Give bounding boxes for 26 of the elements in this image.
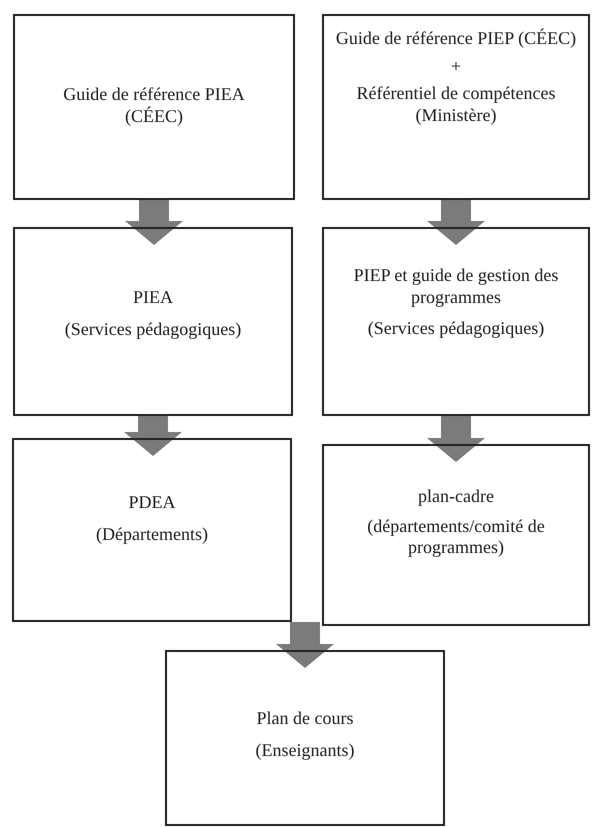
process-box [165, 650, 445, 826]
block-arrow [276, 622, 334, 668]
block-arrow [125, 200, 183, 245]
process-box [322, 14, 590, 200]
box-text: (Enseignants) [254, 740, 356, 762]
box-text: (Départements) [95, 524, 209, 546]
process-box [12, 438, 292, 622]
box-text: Référentiel de compétences (Ministère) [356, 83, 556, 126]
box-text: (Services pédagogiques) [64, 318, 242, 340]
block-arrow [427, 200, 485, 245]
process-box [13, 14, 295, 200]
box-text: Guide de référence PIEP (CÉEC) [334, 28, 578, 50]
block-arrow [427, 416, 485, 462]
box-text: PIEA [132, 287, 174, 309]
box-text: PIEP et guide de gestion des programmes [352, 265, 560, 308]
box-text: plan-cadre [417, 486, 495, 508]
box-text: (départements/comité de programmes) [366, 516, 546, 559]
box-text: PDEA [127, 492, 176, 514]
box-text: + [450, 56, 462, 78]
process-box [322, 227, 590, 416]
process-box [13, 227, 293, 416]
process-box [322, 444, 590, 626]
box-text: (Services pédagogiques) [366, 318, 546, 340]
box-text: Plan de cours [256, 708, 354, 730]
box-text: Guide de référence PIEA (CÉEC) [62, 84, 246, 128]
block-arrow [124, 416, 182, 456]
